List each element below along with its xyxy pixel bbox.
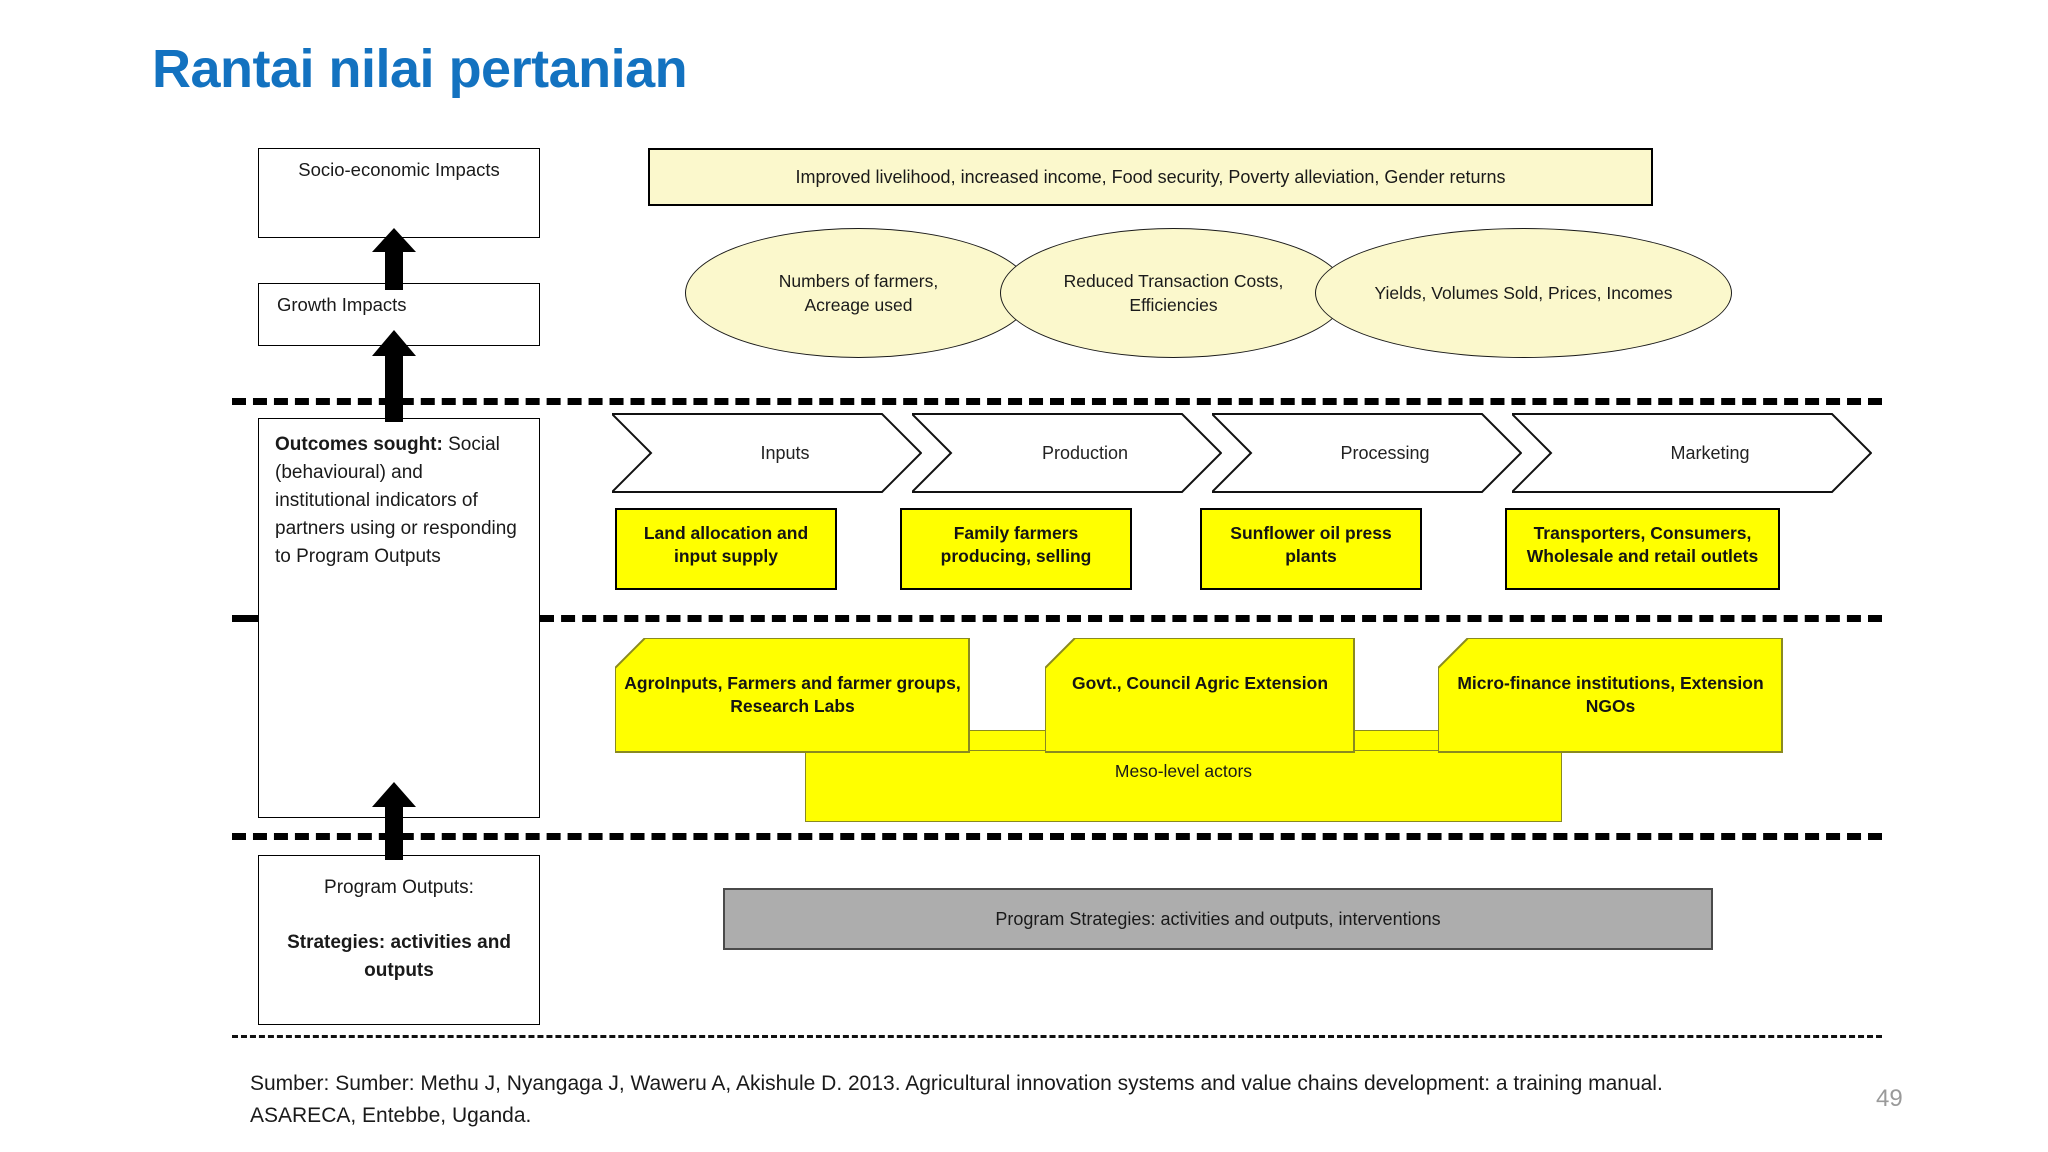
program-outputs-heading: Program Outputs: xyxy=(324,877,474,898)
separator-dashed-mid-right xyxy=(540,615,1882,622)
outcomes-sought-box: Outcomes sought: Social (behavioural) an… xyxy=(258,418,540,818)
meso-actor-box-2: Govt., Council Agric Extension xyxy=(1045,638,1355,753)
separator-dashed-mid-left xyxy=(232,615,258,622)
separator-dashed-bottom xyxy=(232,1035,1882,1038)
stage-chevron-marketing-label: Marketing xyxy=(1670,442,1750,463)
indicator-ellipse-1: Numbers of farmers, Acreage used xyxy=(685,228,1032,358)
indicator-ellipse-1-label: Numbers of farmers, Acreage used xyxy=(778,270,939,315)
meso-level-actors-bar: Meso-level actors xyxy=(805,750,1562,822)
arrow-up-outputs xyxy=(372,782,416,860)
indicator-ellipse-3-label: Yields, Volumes Sold, Prices, Incomes xyxy=(1374,282,1673,303)
page-title: Rantai nilai pertanian xyxy=(152,39,688,99)
indicator-ellipse-3: Yields, Volumes Sold, Prices, Incomes xyxy=(1315,228,1732,358)
chain-actor-box-inputs-label: Land allocation and input supply xyxy=(643,523,809,567)
meso-actor-box-2-label: Govt., Council Agric Extension xyxy=(1071,673,1329,693)
impacts-banner-label: Improved livelihood, increased income, F… xyxy=(795,166,1506,187)
arrow-up-growth xyxy=(372,330,416,422)
indicator-ellipse-2: Reduced Transaction Costs, Efficiencies xyxy=(1000,228,1347,358)
chain-actor-box-marketing-label: Transporters, Consumers, Wholesale and r… xyxy=(1526,523,1759,567)
socio-economic-impacts-box: Socio-economic Impacts xyxy=(258,148,540,238)
chain-actor-box-processing: Sunflower oil press plants xyxy=(1200,508,1422,590)
meso-actor-box-3: Micro-finance institutions, Extension NG… xyxy=(1438,638,1783,753)
stage-chevron-production-label: Production xyxy=(1041,442,1129,463)
stage-chevron-production: Production xyxy=(912,413,1222,493)
chain-actor-box-production: Family farmers producing, selling xyxy=(900,508,1132,590)
chain-actor-box-processing-label: Sunflower oil press plants xyxy=(1230,523,1392,567)
meso-actor-box-1-label: AgroInputs, Farmers and farmer groups, R… xyxy=(624,673,961,717)
source-note: Sumber: Sumber: Methu J, Nyangaga J, Waw… xyxy=(250,1072,1663,1127)
arrow-up-socio xyxy=(372,228,416,290)
program-outputs-box: Program Outputs: Strategies: activities … xyxy=(258,855,540,1025)
program-strategies-label: Program Strategies: activities and outpu… xyxy=(995,908,1441,929)
chain-actor-box-inputs: Land allocation and input supply xyxy=(615,508,837,590)
growth-impacts-label: Growth Impacts xyxy=(277,294,407,315)
outcomes-sought-body: Social (behavioural) and institutional i… xyxy=(275,434,517,568)
stage-chevron-processing: Processing xyxy=(1212,413,1522,493)
program-outputs-body: Strategies: activities and outputs xyxy=(287,931,511,982)
stage-chevron-inputs-label: Inputs xyxy=(760,442,810,463)
socio-economic-impacts-label: Socio-economic Impacts xyxy=(298,159,500,180)
outcomes-sought-heading: Outcomes sought: xyxy=(275,434,443,455)
chain-actor-box-marketing: Transporters, Consumers, Wholesale and r… xyxy=(1505,508,1780,590)
growth-impacts-box: Growth Impacts xyxy=(258,283,540,346)
indicator-ellipse-2-label: Reduced Transaction Costs, Efficiencies xyxy=(1063,270,1284,315)
stage-chevron-inputs: Inputs xyxy=(612,413,922,493)
program-strategies-bar: Program Strategies: activities and outpu… xyxy=(723,888,1713,950)
separator-dashed-lower xyxy=(232,833,1882,840)
separator-dashed-top xyxy=(232,398,1882,405)
stage-chevron-processing-label: Processing xyxy=(1340,442,1430,463)
meso-actor-box-3-label: Micro-finance institutions, Extension NG… xyxy=(1457,673,1764,717)
stage-chevron-marketing: Marketing xyxy=(1512,413,1872,493)
meso-actor-box-1: AgroInputs, Farmers and farmer groups, R… xyxy=(615,638,970,753)
meso-level-actors-label: Meso-level actors xyxy=(1114,761,1253,781)
impacts-banner: Improved livelihood, increased income, F… xyxy=(648,148,1653,206)
chain-actor-box-production-label: Family farmers producing, selling xyxy=(940,523,1092,567)
page-number: 49 xyxy=(1876,1085,1903,1112)
